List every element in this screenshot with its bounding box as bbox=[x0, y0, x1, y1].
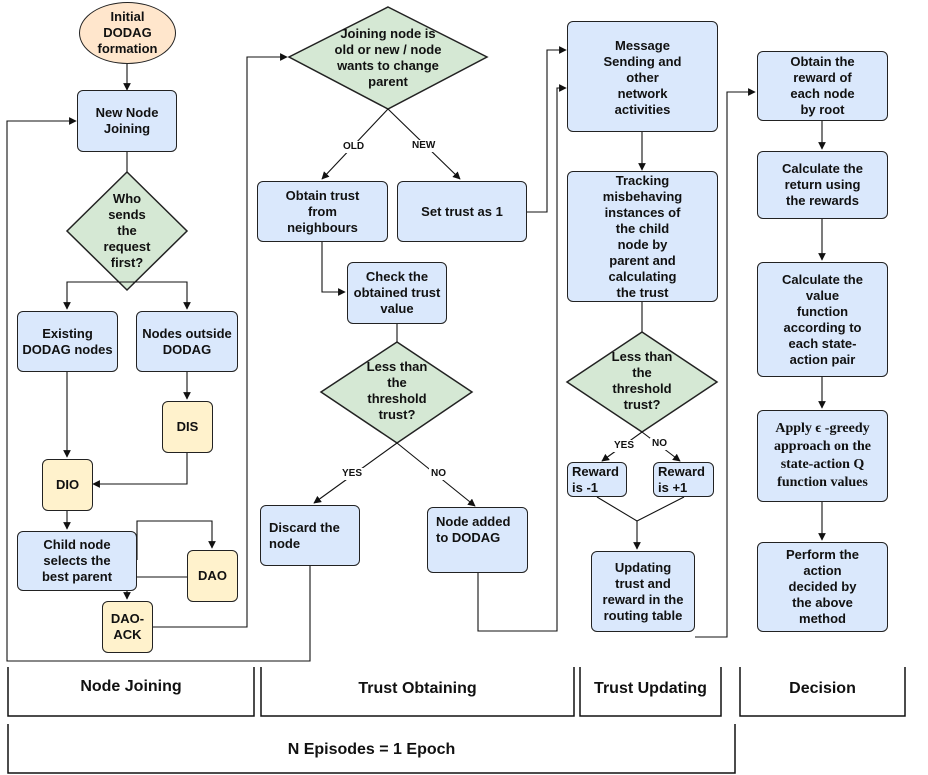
node-added-box: Node added to DODAG bbox=[427, 507, 528, 573]
threshold-decision-2: Less than the threshold trust? bbox=[611, 349, 673, 412]
edge-label-yes-1: YES bbox=[340, 468, 365, 480]
child-selects-parent-box: Child node selects the best parent bbox=[17, 531, 137, 591]
edge-label-no-2: NO bbox=[650, 438, 669, 450]
edge-label-no-1: NO bbox=[429, 468, 448, 480]
calculate-return-box: Calculate the return using the rewards bbox=[757, 151, 888, 219]
edge-label-new: NEW bbox=[410, 140, 438, 152]
edge-label-yes-2: YES bbox=[612, 440, 637, 452]
phase-label-trust-updating: Trust Updating bbox=[594, 680, 707, 697]
set-trust-box: Set trust as 1 bbox=[397, 181, 527, 242]
phase-brackets bbox=[7, 667, 906, 774]
discard-node-box: Discard the node bbox=[260, 505, 360, 566]
dao-message-box: DAO bbox=[187, 550, 238, 602]
calculate-value-box: Calculate the value function according t… bbox=[757, 262, 888, 377]
start-node: Initial DODAG formation bbox=[79, 2, 176, 64]
message-sending-box: Message Sending and other network activi… bbox=[567, 21, 718, 132]
check-trust-box: Check the obtained trust value bbox=[347, 262, 447, 324]
dis-message-box: DIS bbox=[162, 401, 213, 453]
epsilon-greedy-box: Apply ϵ -greedy approach on the state-ac… bbox=[757, 410, 888, 502]
dao-ack-message-box: DAO- ACK bbox=[102, 601, 153, 653]
reward-positive-box: Reward is +1 bbox=[653, 462, 714, 497]
new-node-joining-box: New Node Joining bbox=[77, 90, 177, 152]
phase-label-trust-obtaining: Trust Obtaining bbox=[358, 680, 477, 697]
perform-action-box: Perform the action decided by the above … bbox=[757, 542, 888, 632]
updating-trust-box: Updating trust and reward in the routing… bbox=[591, 551, 695, 632]
dio-message-box: DIO bbox=[42, 459, 93, 511]
edge-label-old: OLD bbox=[341, 141, 367, 153]
threshold-decision-1: Less than the threshold trust? bbox=[366, 359, 428, 422]
phase-label-decision: Decision bbox=[789, 680, 856, 697]
tracking-misbehaviour-box: Tracking misbehaving instances of the ch… bbox=[567, 171, 718, 302]
epoch-label: N Episodes = 1 Epoch bbox=[287, 741, 456, 758]
decision-shape-who-sends bbox=[65, 170, 189, 292]
existing-dodag-nodes-box: Existing DODAG nodes bbox=[17, 311, 118, 372]
obtain-reward-box: Obtain the reward of each node by root bbox=[757, 51, 888, 121]
who-sends-decision: Who sends the request first? bbox=[103, 191, 151, 270]
phase-label-node-joining: Node Joining bbox=[80, 678, 182, 695]
nodes-outside-dodag-box: Nodes outside DODAG bbox=[136, 311, 238, 372]
reward-negative-box: Reward is -1 bbox=[567, 462, 627, 497]
joining-type-decision: Joining node is old or new / node wants … bbox=[334, 26, 442, 89]
obtain-trust-box: Obtain trust from neighbours bbox=[257, 181, 388, 242]
